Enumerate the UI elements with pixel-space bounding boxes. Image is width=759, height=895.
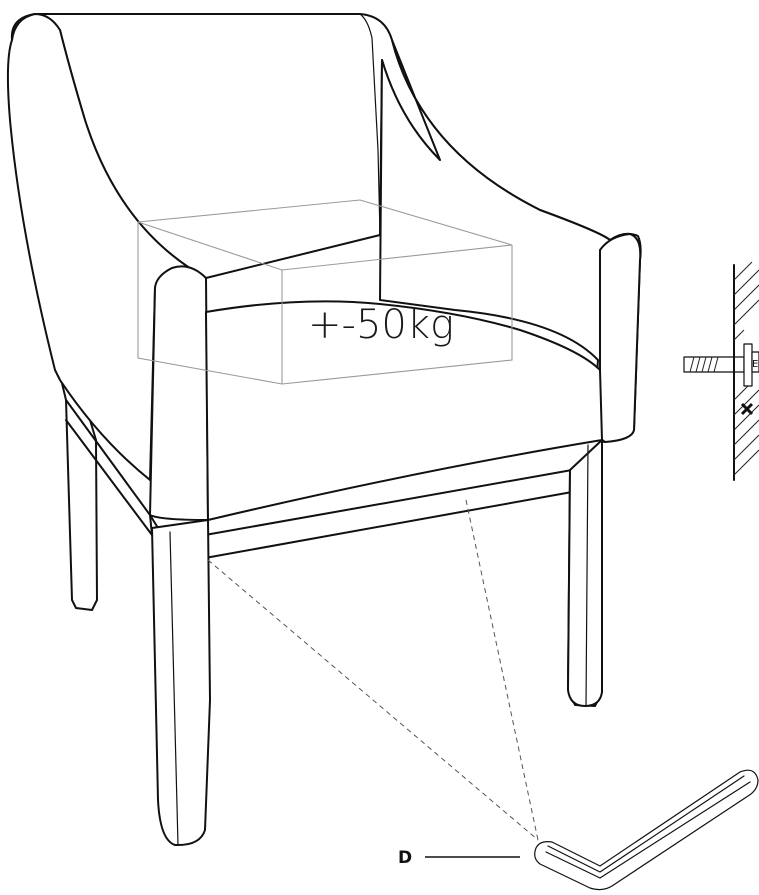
detail-label: E: [752, 359, 758, 370]
front-right-leg: [567, 439, 603, 707]
wall-fixing-detail: E: [683, 261, 759, 481]
bolt-nut: [743, 343, 753, 387]
seat-cushion: [205, 300, 603, 521]
cross-mark-icon: [740, 402, 754, 416]
side-rail: [65, 399, 153, 536]
armchair-illustration: [6, 13, 642, 847]
allen-key: [534, 769, 759, 891]
weight-label: +-50kg: [308, 302, 454, 348]
left-arm-front: [149, 265, 209, 533]
back-center-line: [359, 13, 381, 236]
projection-line-right: [465, 499, 539, 841]
front-right-leg-edge: [585, 444, 589, 707]
part-d-label: D: [398, 848, 412, 868]
seat-front-edge: [149, 514, 209, 521]
projection-line-left: [207, 559, 539, 841]
front-left-leg-edge: [169, 531, 179, 846]
front-left-leg: [151, 519, 211, 847]
back-left-leg: [59, 374, 98, 611]
weight-box: +-50kg: [137, 199, 513, 385]
right-arm-front: [599, 233, 642, 443]
bracket-e: [751, 351, 759, 373]
